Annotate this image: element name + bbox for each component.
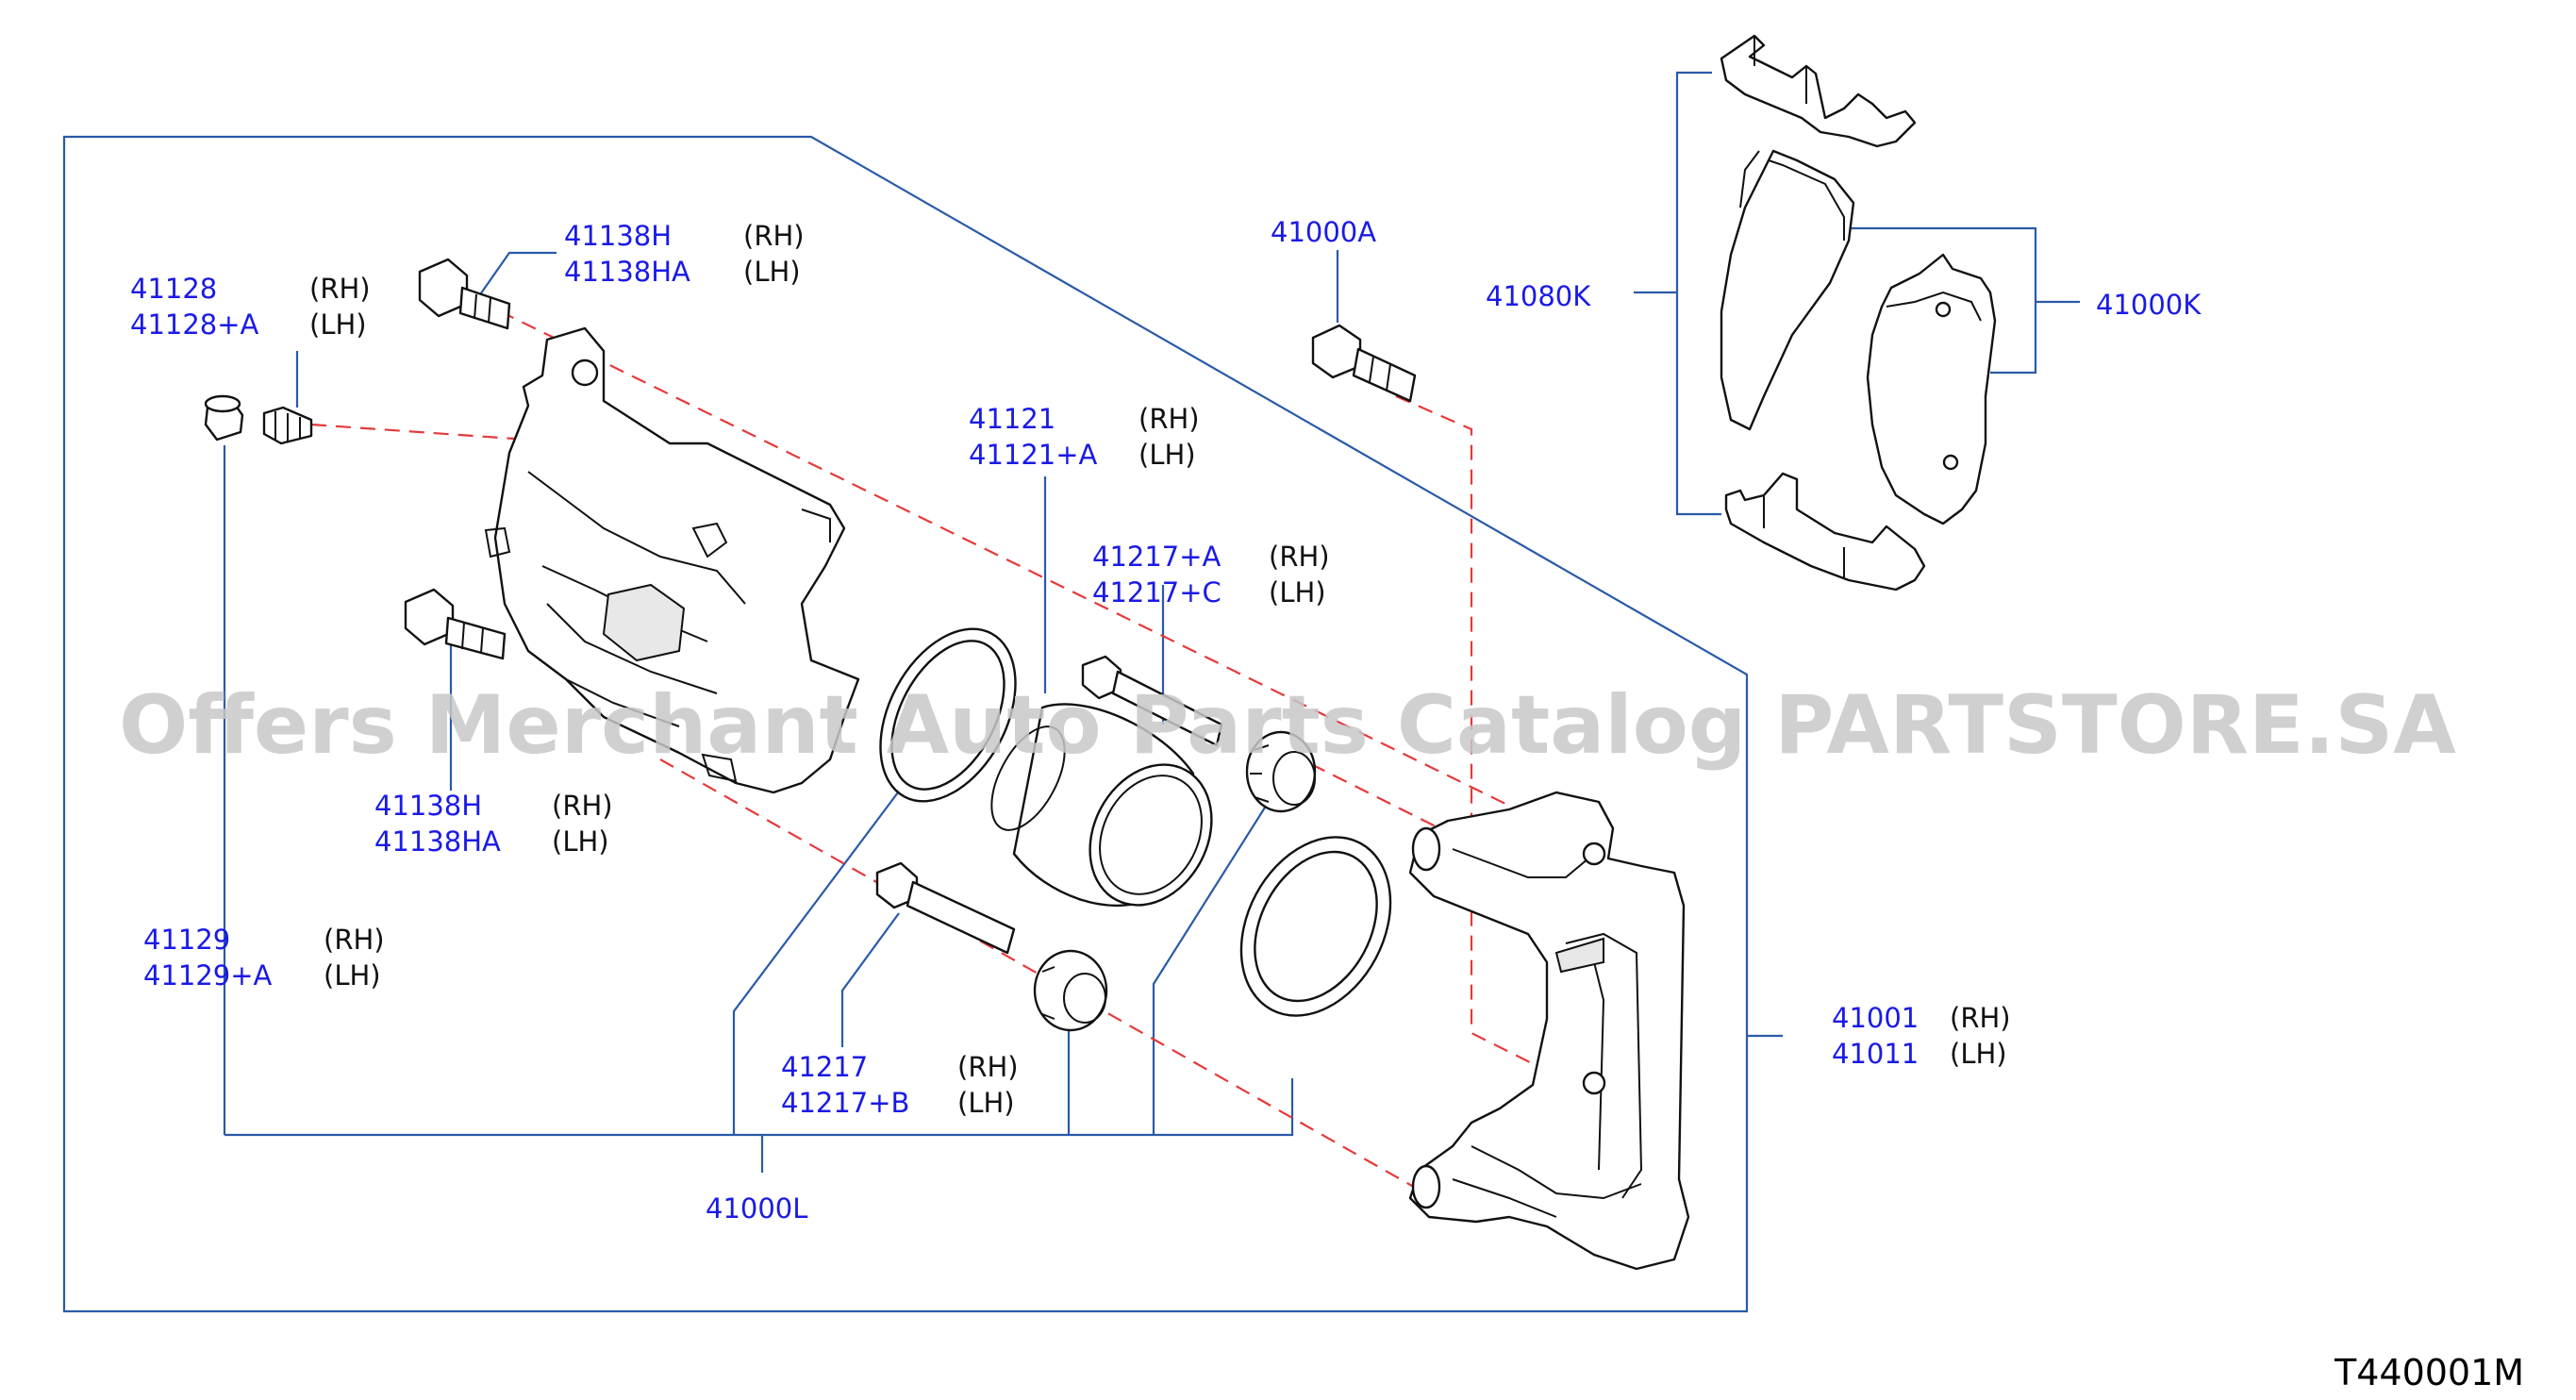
side-label: (RH) xyxy=(1269,541,1330,573)
label-41128[interactable]: 41128 41128+A (RH) (LH) xyxy=(130,273,371,341)
part-number[interactable]: 41011 xyxy=(1832,1038,1919,1070)
piston-seal xyxy=(879,627,1017,803)
side-label: (LH) xyxy=(743,256,801,288)
part-number[interactable]: 41138HA xyxy=(564,256,690,288)
part-number[interactable]: 41000K xyxy=(2096,289,2202,321)
part-number[interactable]: 41121+A xyxy=(969,439,1098,471)
pin-boot-bottom xyxy=(1033,949,1108,1032)
part-number[interactable]: 41080K xyxy=(1486,280,1591,312)
watermark: Offers Merchant Auto Parts Catalog PARTS… xyxy=(119,678,2456,773)
side-label: (LH) xyxy=(324,959,381,992)
diagram-code: T440001M xyxy=(2334,1352,2524,1393)
part-number[interactable]: 41129 xyxy=(143,924,230,956)
guide-pin-bottom xyxy=(875,861,1016,955)
side-label: (RH) xyxy=(324,924,385,956)
part-number[interactable]: 41000L xyxy=(706,1192,807,1225)
pad-shim-bottom xyxy=(1724,472,1926,592)
part-number[interactable]: 41128 xyxy=(130,273,217,305)
side-label: (LH) xyxy=(552,825,609,858)
assembly-outline xyxy=(62,135,1749,1313)
side-label: (RH) xyxy=(1138,403,1200,435)
part-number[interactable]: 41217+B xyxy=(781,1087,909,1119)
caliper-body xyxy=(484,326,860,794)
side-label: (LH) xyxy=(1138,439,1196,471)
part-number[interactable]: 41217+A xyxy=(1092,541,1222,573)
part-number[interactable]: 41001 xyxy=(1832,1002,1919,1034)
pad-shim-top xyxy=(1720,34,1917,148)
part-number[interactable]: 41138HA xyxy=(374,825,501,858)
part-number[interactable]: 41129+A xyxy=(143,959,273,992)
part-number[interactable]: 41121 xyxy=(969,403,1055,435)
part-number[interactable]: 41138H xyxy=(374,790,482,822)
caliper-bolt-bottom xyxy=(404,588,507,660)
label-41121[interactable]: 41121 41121+A (RH) (LH) xyxy=(969,403,1200,471)
label-41000L[interactable]: 41000L xyxy=(706,1192,807,1225)
part-number[interactable]: 41000A xyxy=(1271,216,1376,248)
label-41080K[interactable]: 41080K xyxy=(1486,280,1591,312)
part-number[interactable]: 41128+A xyxy=(130,308,259,341)
side-label: (RH) xyxy=(1950,1002,2011,1034)
guide-pin-top xyxy=(1081,655,1223,747)
bleeder-screw xyxy=(262,406,313,445)
side-label: (RH) xyxy=(309,273,371,305)
label-41217B[interactable]: 41217 41217+B (RH) (LH) xyxy=(781,1051,1019,1119)
bracket-bolt xyxy=(1311,324,1417,403)
side-label: (RH) xyxy=(743,220,805,252)
dust-seal xyxy=(1239,836,1392,1017)
leader-lines xyxy=(223,71,2080,1173)
side-label: (LH) xyxy=(309,308,367,341)
side-label: (RH) xyxy=(552,790,613,822)
brake-pad-outer xyxy=(1866,253,1997,525)
caliper-bolt-top xyxy=(418,258,511,330)
label-41129[interactable]: 41129 41129+A (RH) (LH) xyxy=(143,924,385,992)
bleeder-cap xyxy=(204,394,244,442)
caliper-bracket xyxy=(1408,791,1690,1271)
part-number[interactable]: 41138H xyxy=(564,220,672,252)
label-41217A[interactable]: 41217+A 41217+C (RH) (LH) xyxy=(1092,541,1330,608)
piston xyxy=(990,703,1213,908)
side-label: (LH) xyxy=(1269,576,1326,608)
label-41001[interactable]: 41001 41011 (RH) (LH) xyxy=(1832,1002,2011,1070)
label-41138H-top[interactable]: 41138H 41138HA (RH) (LH) xyxy=(564,220,805,288)
part-number[interactable]: 41217+C xyxy=(1092,576,1222,608)
label-41138H-bottom[interactable]: 41138H 41138HA (RH) (LH) xyxy=(374,790,613,858)
pin-boot-top xyxy=(1245,730,1317,813)
side-label: (RH) xyxy=(957,1051,1019,1083)
label-41000K[interactable]: 41000K xyxy=(2096,289,2202,321)
side-label: (LH) xyxy=(957,1087,1015,1119)
brake-pad-inner xyxy=(1720,149,1855,431)
part-number[interactable]: 41217 xyxy=(781,1051,868,1083)
side-label: (LH) xyxy=(1950,1038,2007,1070)
label-41000A[interactable]: 41000A xyxy=(1271,216,1376,248)
